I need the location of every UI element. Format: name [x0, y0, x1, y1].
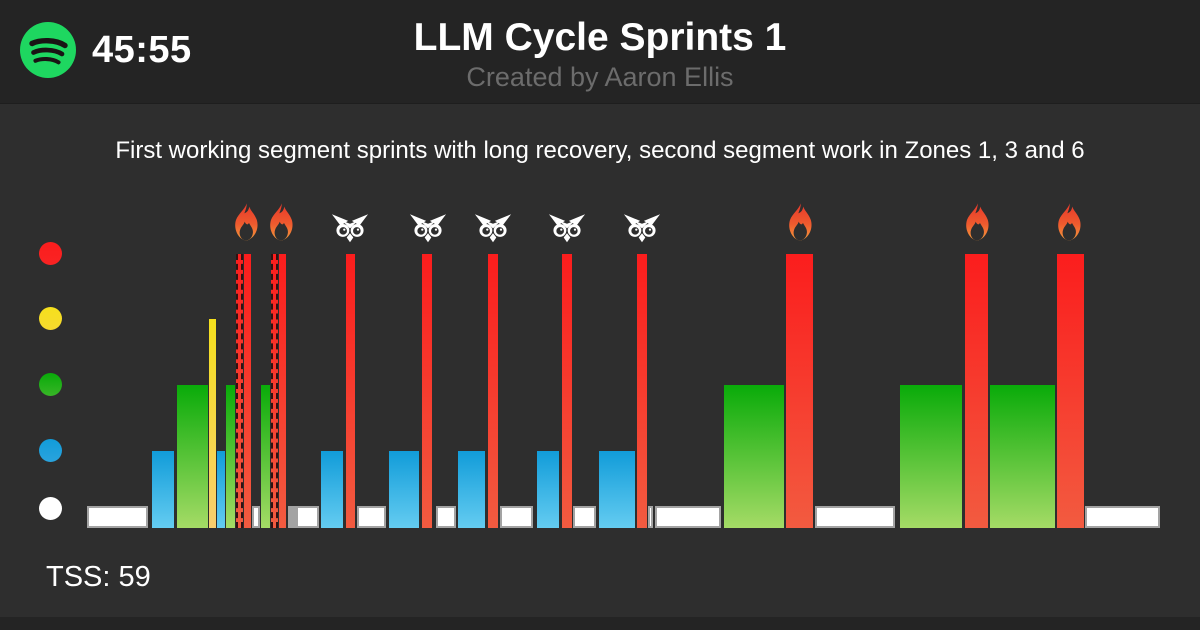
fire-icon [270, 203, 293, 241]
interval-bar-red [637, 254, 647, 528]
interval-bar-white [500, 506, 533, 528]
zone-dot-green [39, 372, 62, 396]
interval-bar-red [1057, 254, 1084, 528]
interval-bar-red [279, 254, 286, 528]
interval-bar-red [786, 254, 813, 528]
spotify-icon [20, 22, 76, 78]
interval-bar-white [288, 506, 292, 528]
zone-dot-red [39, 241, 62, 265]
interval-bar-blue [537, 451, 559, 528]
interval-bar-red [965, 254, 988, 528]
zone-dot-blue [39, 438, 62, 462]
workout-duration: 45:55 [92, 29, 192, 71]
interval-bar-red [562, 254, 572, 528]
zone-dot-white [39, 496, 62, 520]
interval-bar-red [346, 254, 355, 528]
interval-bar-white [1085, 506, 1160, 528]
interval-bar-red [488, 254, 498, 528]
interval-bar-blue [389, 451, 419, 528]
interval-bar-white [357, 506, 386, 528]
owl-icon [331, 214, 369, 243]
zone-dot-yellow [39, 306, 62, 330]
interval-bar-blue [217, 451, 225, 528]
fire-icon [966, 203, 989, 241]
workout-description: First working segment sprints with long … [115, 137, 1085, 164]
fire-icon [789, 203, 812, 241]
owl-icon [409, 214, 447, 243]
interval-bar-white [815, 506, 895, 528]
interval-bar-green [226, 385, 235, 528]
fire-icon [235, 203, 258, 241]
interval-bar-white [87, 506, 148, 528]
owl-icon [623, 214, 661, 243]
header-bar [0, 0, 1200, 104]
interval-bar-blue [599, 451, 635, 528]
interval-bar-white [252, 506, 260, 528]
interval-bar-green [724, 385, 784, 528]
fire-icon [1058, 203, 1081, 241]
interval-bar-red [422, 254, 432, 528]
interval-bar-white [648, 506, 653, 528]
owl-icon [548, 214, 586, 243]
interval-bar-green [177, 385, 208, 528]
interval-bar-white [655, 506, 721, 528]
interval-bar-white [573, 506, 596, 528]
interval-bar-green [261, 385, 270, 528]
footer-bar [0, 617, 1200, 630]
interval-bar-green [900, 385, 962, 528]
interval-bar-yellow [209, 319, 216, 528]
interval-bar-green [990, 385, 1055, 528]
interval-bar-red [244, 254, 251, 528]
interval-bar-white [296, 506, 319, 528]
interval-bar-white [436, 506, 456, 528]
page-title: LLM Cycle Sprints 1 [413, 16, 787, 59]
interval-bar-blue [152, 451, 174, 528]
author-line: Created by Aaron Ellis [466, 62, 734, 92]
owl-icon [474, 214, 512, 243]
tss-value: TSS: 59 [46, 561, 151, 593]
interval-bar-white [292, 506, 296, 528]
interval-bar-blue [458, 451, 485, 528]
interval-bar-red-freeride [271, 254, 278, 528]
interval-bar-red-freeride [236, 254, 243, 528]
interval-bar-blue [321, 451, 343, 528]
